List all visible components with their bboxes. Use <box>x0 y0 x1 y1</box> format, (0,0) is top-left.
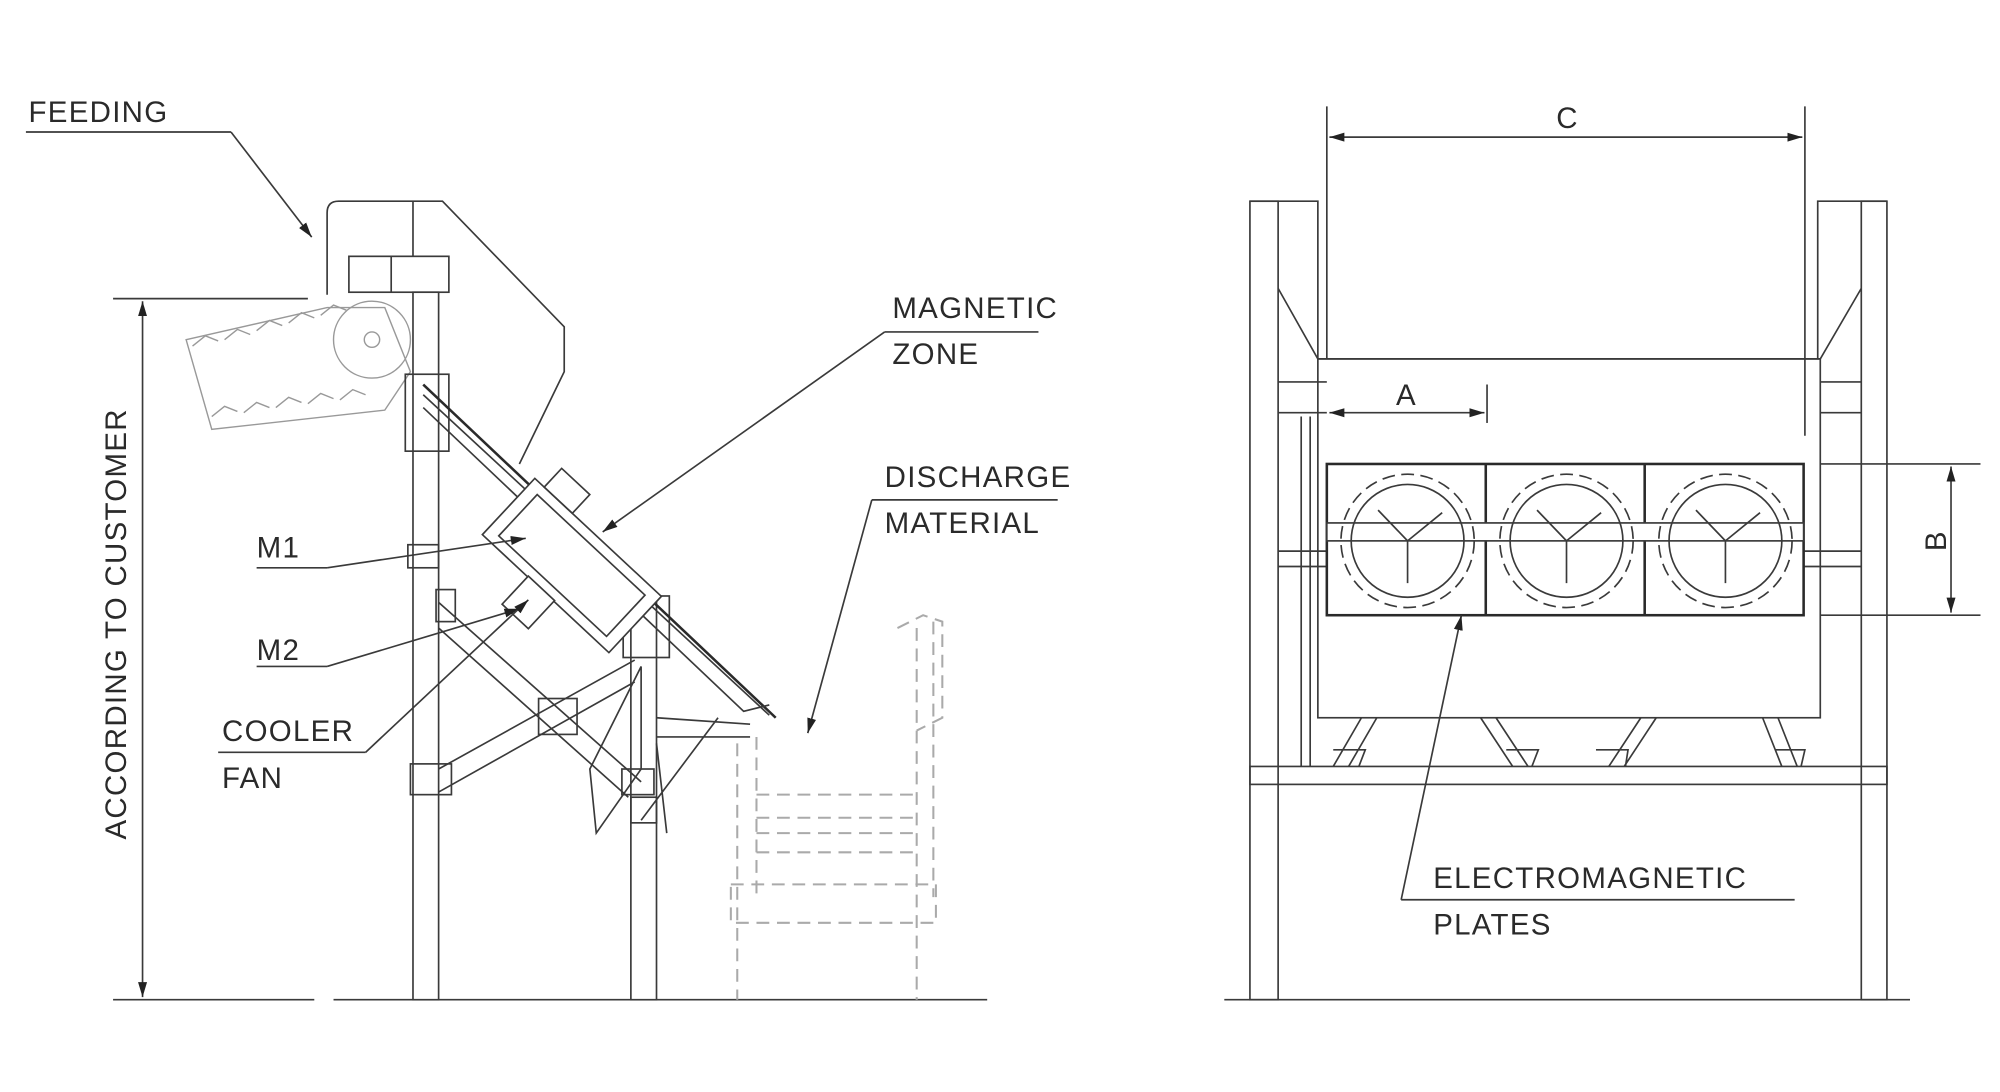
support-braces <box>404 373 751 836</box>
dimension-c-label: C <box>1556 102 1579 135</box>
electromagnetic-plates <box>1325 462 1805 617</box>
height-dimension-label: ACCORDING TO CUSTOMER <box>100 408 133 839</box>
right-post <box>1860 200 1888 1001</box>
fan-icon <box>1340 473 1476 609</box>
cooler-fan-line1: COOLER <box>222 715 354 748</box>
separator-housing <box>1317 358 1822 719</box>
feed-conveyor <box>185 300 412 431</box>
dimension-b: B <box>1820 463 1981 617</box>
label-feeding: FEEDING <box>25 96 313 238</box>
discharge-material-line2: MATERIAL <box>885 507 1040 540</box>
m2-label: M2 <box>257 634 301 667</box>
dimension-b-label: B <box>1920 530 1953 551</box>
magnet-housing <box>481 467 663 654</box>
dimension-a-label: A <box>1396 379 1417 412</box>
m1-label: M1 <box>257 532 301 565</box>
electromagnetic-plates-line2: PLATES <box>1433 908 1552 941</box>
label-cooler-fan: COOLER FAN <box>218 599 529 795</box>
front-hoppers <box>1249 200 1887 360</box>
inclined-chute <box>422 383 777 719</box>
feed-hopper <box>326 200 566 465</box>
dimension-c: C <box>1325 102 1806 436</box>
discharge-material-line1: DISCHARGE <box>885 461 1072 494</box>
left-post <box>1249 200 1279 1001</box>
cooler-fan-line2: FAN <box>222 762 283 795</box>
right-column <box>630 601 658 1001</box>
label-discharge-material: DISCHARGE MATERIAL <box>806 461 1072 734</box>
front-view: C A B ELECTROMAGNETIC PLATES <box>1224 102 1981 1001</box>
electromagnetic-plates-line1: ELECTROMAGNETIC <box>1433 862 1747 895</box>
label-magnetic-zone: MAGNETIC ZONE <box>602 292 1058 533</box>
label-m1: M1 <box>257 532 526 569</box>
fan-icon <box>1499 473 1634 609</box>
height-dimension: ACCORDING TO CUSTOMER <box>100 297 315 1001</box>
feeding-label: FEEDING <box>28 96 168 129</box>
left-column <box>412 291 440 1001</box>
magnetic-zone-line2: ZONE <box>892 338 979 371</box>
dimension-a: A <box>1329 379 1488 423</box>
discharge-conveyor <box>729 614 944 1000</box>
label-m2: M2 <box>257 608 520 668</box>
housing-legs <box>1332 717 1806 767</box>
frame-beams <box>1249 381 1888 786</box>
label-electromagnetic-plates: ELECTROMAGNETIC PLATES <box>1400 615 1795 941</box>
magnetic-zone-line1: MAGNETIC <box>892 292 1058 325</box>
side-view: ACCORDING TO CUSTOMER <box>25 96 1072 1001</box>
fan-icon <box>1657 473 1793 609</box>
